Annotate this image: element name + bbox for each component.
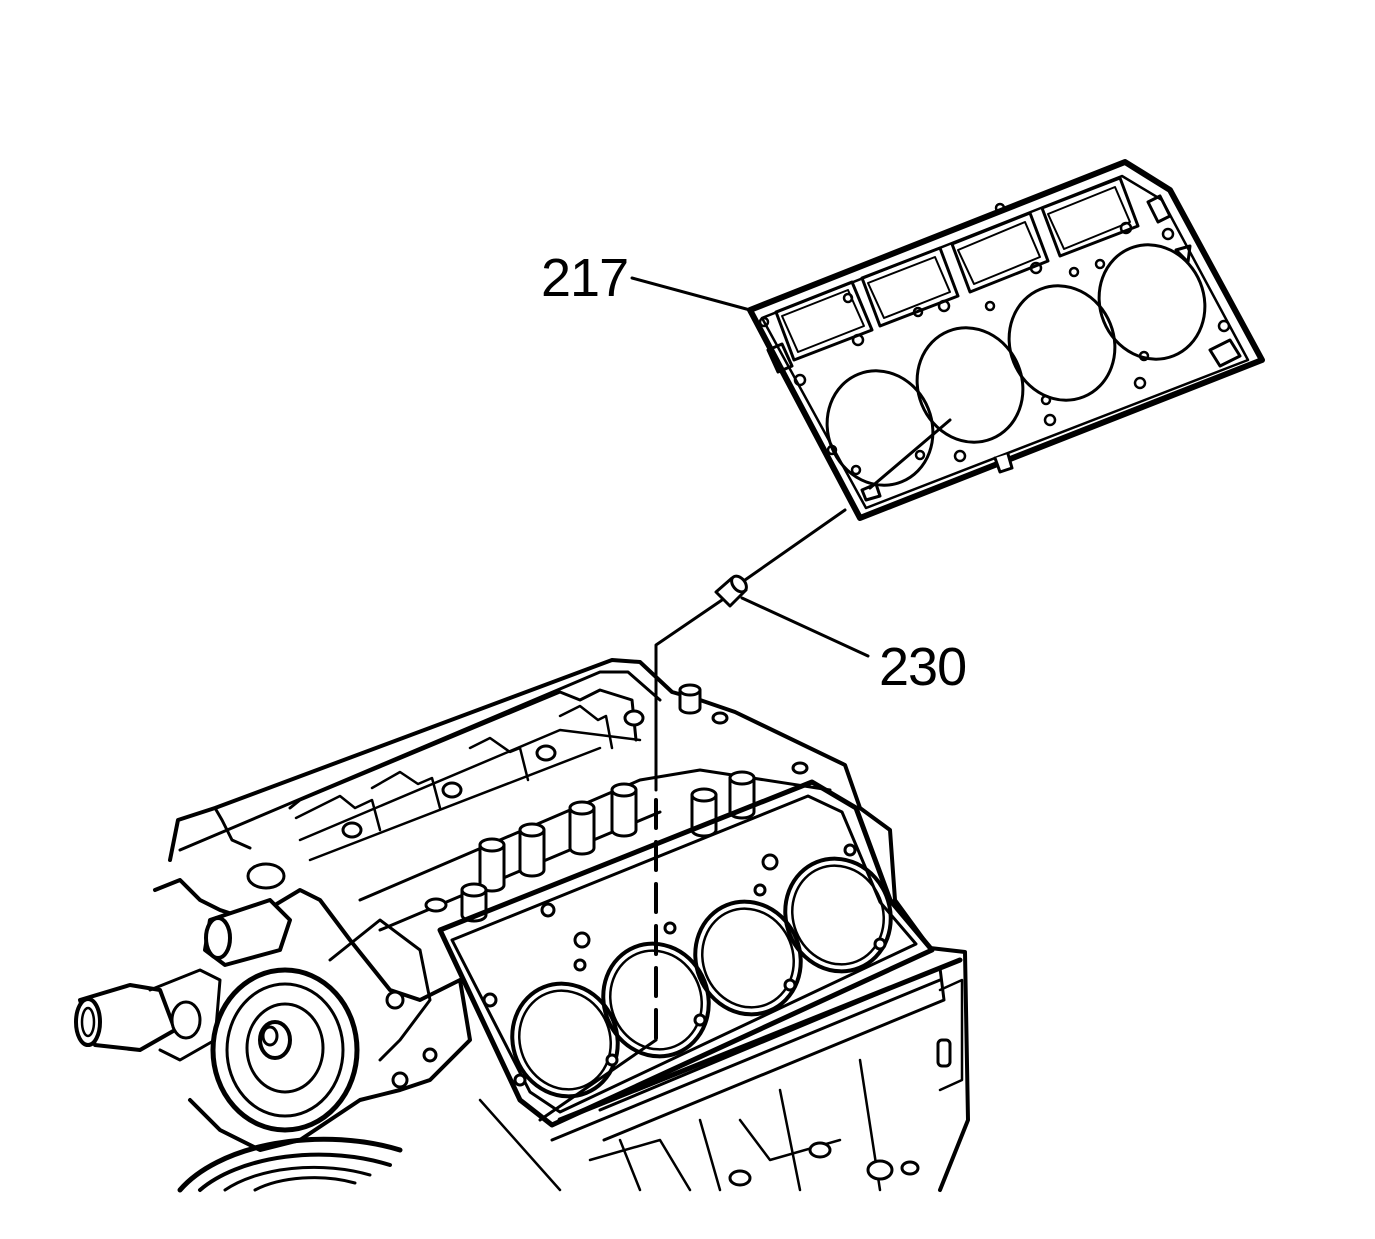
gasket-bolt-holes <box>758 202 1231 476</box>
gasket-water-ports <box>774 176 1140 362</box>
callout-230: 230 <box>879 637 967 697</box>
deck-bolt-holes <box>482 843 887 1087</box>
engine-block <box>168 658 970 1192</box>
gasket-cylinder-openings <box>825 243 1207 487</box>
leader-lines <box>630 276 870 658</box>
callout-217: 217 <box>541 248 629 308</box>
dowel-pin <box>714 574 748 608</box>
head-gasket <box>747 159 1265 521</box>
alignment-lines <box>538 418 952 1122</box>
block-cylinder-bores <box>510 856 893 1099</box>
water-pump <box>74 862 472 1193</box>
lifter-bores <box>460 770 756 923</box>
